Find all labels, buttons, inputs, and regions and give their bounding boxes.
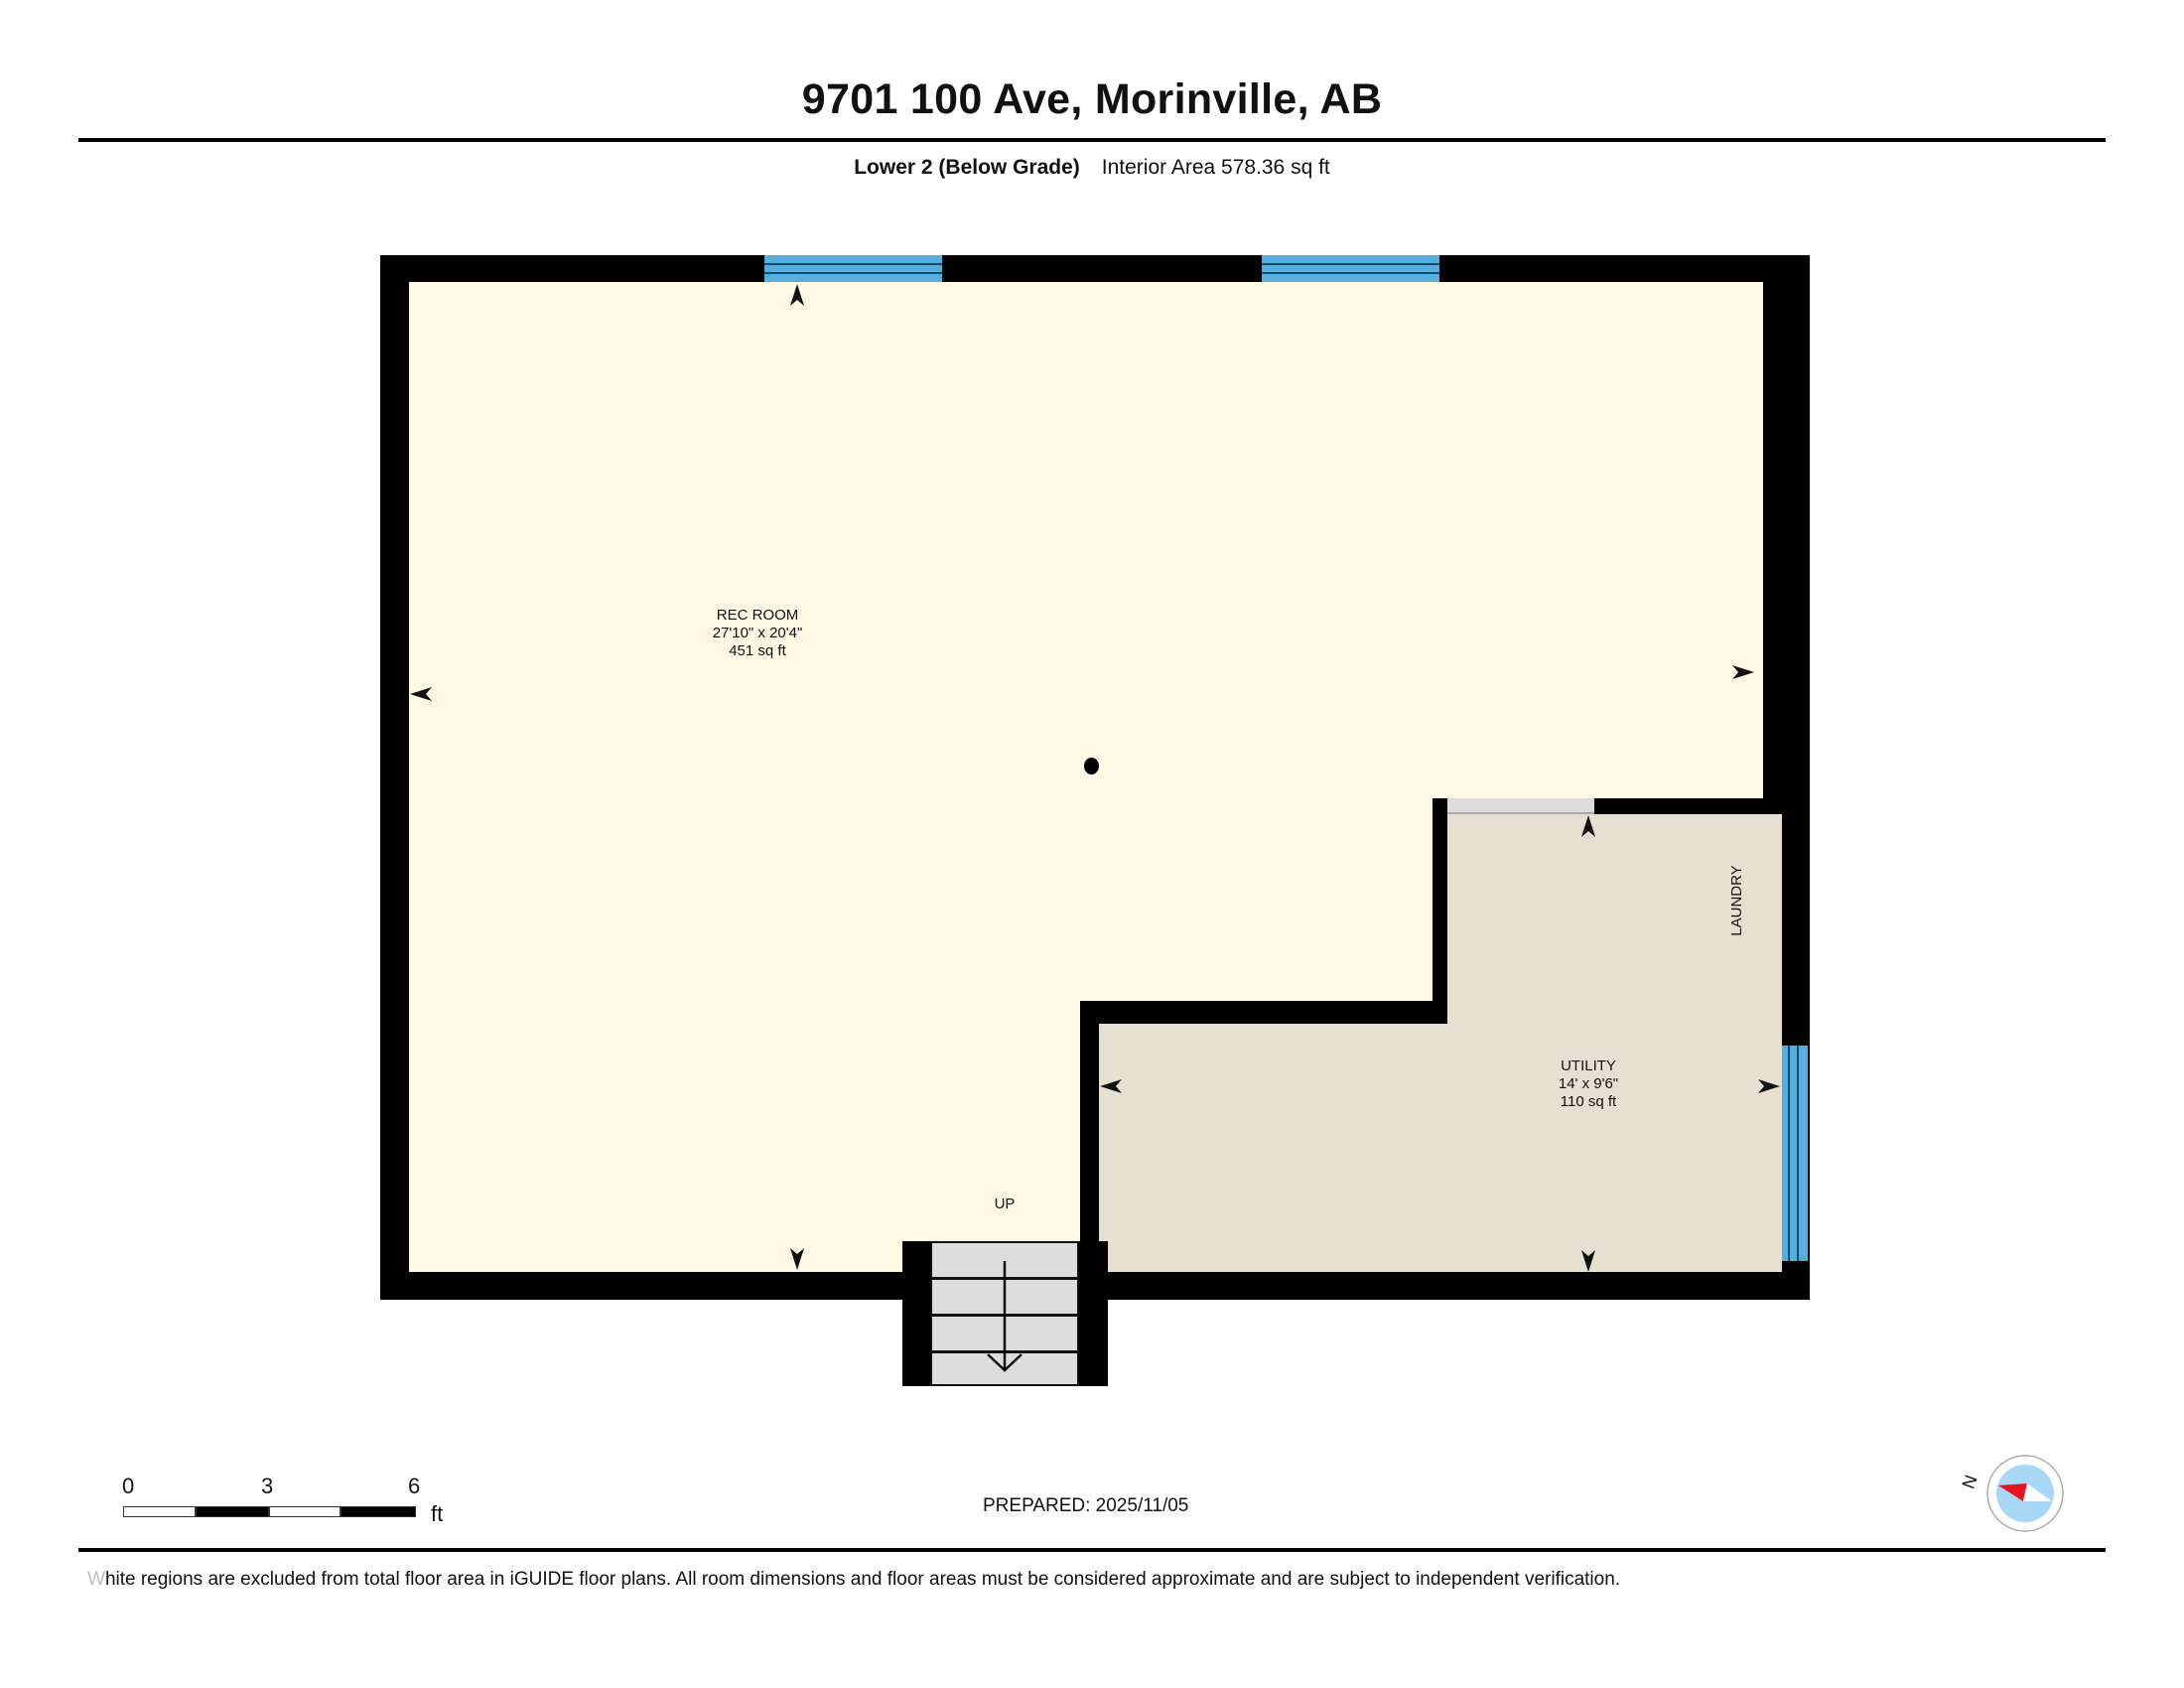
utility-dimension-arrow-bottom-icon	[1581, 1250, 1595, 1272]
window-top-left	[764, 255, 942, 282]
scale-tick-0: 0	[122, 1474, 135, 1498]
scale-segment	[123, 1506, 196, 1517]
level-label: Lower 2 (Below Grade)	[854, 156, 1080, 179]
rec-room-floor[interactable]	[409, 282, 1763, 798]
utility-door-opening[interactable]	[1447, 798, 1594, 814]
window-top-right	[1262, 255, 1439, 282]
compass: N	[1956, 1446, 2075, 1535]
disclaimer-text: hite regions are excluded from total flo…	[104, 1569, 1621, 1590]
utility-dimension-arrow-right-icon	[1758, 1079, 1780, 1093]
scale-tick-6: 6	[408, 1474, 421, 1498]
rec-room-floor-lower-left[interactable]	[409, 798, 1433, 1001]
compass-north-label: N	[1958, 1472, 1981, 1491]
rec-room-label: REC ROOM 27'10" x 20'4" 451 sq ft	[658, 607, 857, 660]
footer-divider	[78, 1548, 2106, 1552]
prepared-date: PREPARED: 2025/11/05	[983, 1495, 1189, 1516]
room-dimensions: 27'10" x 20'4"	[712, 625, 803, 641]
utility-dimension-arrow-left-icon	[1100, 1079, 1122, 1093]
utility-room-floor-lower[interactable]	[1099, 1024, 1782, 1272]
viewpoint-dot-icon[interactable]	[1084, 758, 1099, 774]
room-name: UTILITY	[1561, 1057, 1616, 1074]
utility-room-floor[interactable]	[1447, 814, 1782, 1024]
stairs-up-label: UP	[994, 1196, 1016, 1212]
window-utility-right	[1782, 1046, 1808, 1261]
scale-tick-3: 3	[261, 1474, 274, 1498]
staircase[interactable]	[930, 1241, 1079, 1386]
scale-segment	[196, 1506, 269, 1517]
rec-room-dimension-arrow-right-icon	[1732, 665, 1754, 679]
interior-area: Interior Area 578.36 sq ft	[1101, 156, 1330, 179]
utility-room-label: UTILITY 14' x 9'6" 110 sq ft	[1489, 1057, 1688, 1111]
room-area: 451 sq ft	[729, 642, 786, 659]
scale-segment	[341, 1506, 416, 1517]
scale-bar: 0 3 6 ft	[119, 1474, 457, 1533]
disclaimer: White regions are excluded from total fl…	[87, 1569, 1620, 1591]
room-dimensions: 14' x 9'6"	[1558, 1075, 1619, 1092]
rec-room-floor-bottom-left[interactable]	[409, 1001, 1080, 1272]
floor-summary: Lower 2 (Below Grade) Interior Area 578.3…	[0, 156, 2184, 180]
scale-unit: ft	[431, 1501, 444, 1526]
disclaimer-first-letter: W	[87, 1569, 105, 1590]
utility-dimension-arrow-top-icon	[1581, 815, 1595, 837]
page-title: 9701 100 Ave, Morinville, AB	[801, 75, 1383, 123]
rec-room-dimension-arrow-left-icon	[410, 687, 432, 701]
rec-room-dimension-arrow-bottom-icon	[790, 1248, 804, 1270]
room-area: 110 sq ft	[1560, 1093, 1617, 1110]
rec-room-dimension-arrow-top-icon	[790, 284, 804, 306]
scale-segment	[269, 1506, 341, 1517]
compass-icon	[1986, 1455, 2064, 1532]
stair-direction-arrow-icon	[987, 1261, 1023, 1372]
laundry-label: LAUNDRY	[1728, 865, 1745, 936]
header-divider	[78, 138, 2106, 142]
room-name: REC ROOM	[716, 607, 799, 624]
